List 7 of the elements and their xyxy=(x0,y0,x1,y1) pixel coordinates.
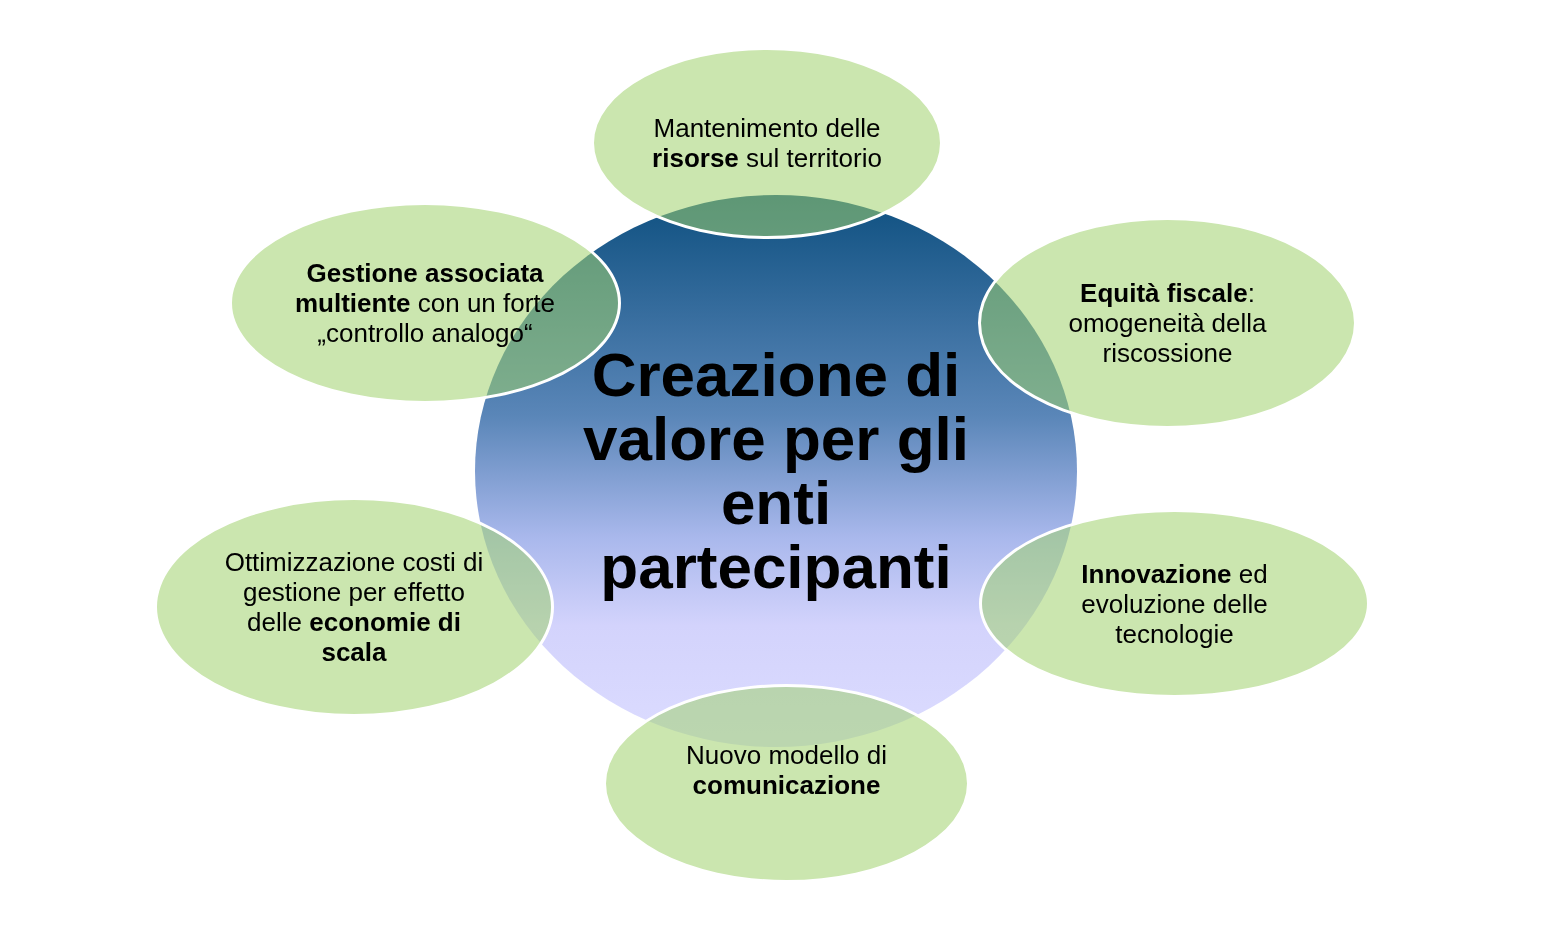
topic-text: Ottimizzazione costi di gestione per effetto delle economie di scala xyxy=(223,547,485,667)
topic-text: Equità fiscale: omogeneità della riscossione xyxy=(1067,278,1268,368)
topic-text: Mantenimento delle risorse sul territorio xyxy=(652,113,882,173)
topic-text: Innovazione ed evoluzione delle tecnologie xyxy=(1080,558,1269,649)
topic-text: Nuovo modello di comunicazione xyxy=(685,739,888,800)
central-title: Creazione di valore per gli enti partecipanti xyxy=(582,343,970,599)
topic-text: Gestione associata multiente con un forte „controllo analogo“ xyxy=(293,258,557,348)
